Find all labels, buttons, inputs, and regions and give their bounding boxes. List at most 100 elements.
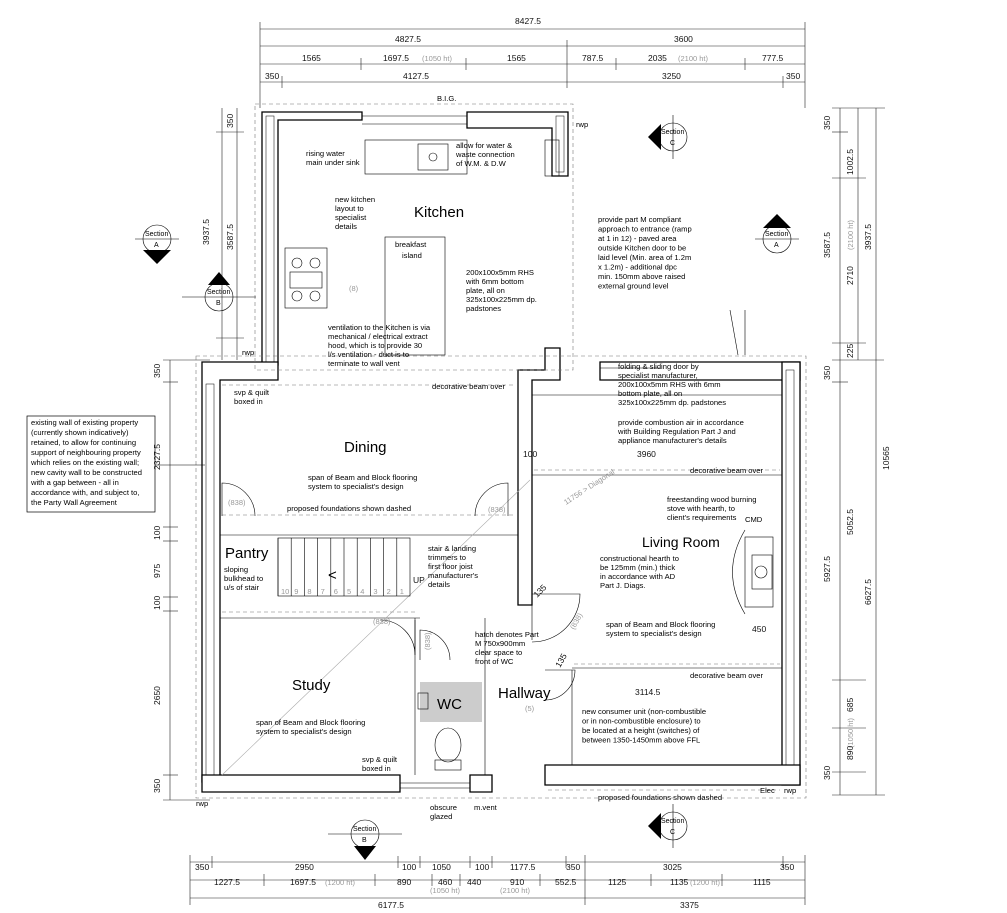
- svg-text:3600: 3600: [674, 34, 693, 44]
- svg-text:Section: Section: [207, 289, 230, 296]
- svg-text:3937.5: 3937.5: [201, 219, 211, 245]
- svg-text:6627.5: 6627.5: [863, 579, 873, 605]
- svg-text:3375: 3375: [680, 900, 699, 910]
- svg-text:(838): (838): [568, 611, 585, 631]
- svg-text:island: island: [402, 251, 422, 260]
- svg-text:100: 100: [523, 449, 537, 459]
- svg-text:1002.5: 1002.5: [845, 149, 855, 175]
- svg-text:3587.5: 3587.5: [225, 224, 235, 250]
- svg-text:1565: 1565: [302, 53, 321, 63]
- svg-text:Section: Section: [145, 231, 168, 238]
- svg-text:225: 225: [845, 344, 855, 358]
- stair-tread-number: 2: [387, 587, 391, 596]
- room-living: Living Room: [642, 534, 720, 550]
- section-b-top-marker: Section B: [182, 272, 256, 312]
- svg-text:(1050 ht): (1050 ht): [422, 54, 453, 63]
- doors: [221, 115, 746, 789]
- room-labels: Kitchen Dining Pantry Study WC Hallway L…: [225, 204, 720, 713]
- stair-up-label: UP: [413, 575, 425, 585]
- section-markers: Section A Section A Section B Section B: [135, 115, 799, 860]
- svg-text:2327.5: 2327.5: [152, 444, 162, 470]
- bottom-wall-right: [544, 764, 801, 786]
- svg-text:1135: 1135: [670, 877, 689, 887]
- svg-text:existing wall of existing prop: existing wall of existing property(curre…: [30, 418, 142, 507]
- svg-text:decorative beam over: decorative beam over: [690, 466, 763, 475]
- svg-text:A: A: [774, 242, 779, 249]
- room-wc: WC: [437, 696, 462, 713]
- elec-tag: Elec: [760, 786, 775, 795]
- svg-text:10565: 10565: [881, 446, 891, 470]
- svg-text:975: 975: [152, 564, 162, 578]
- rwp-tag: rwp: [242, 348, 254, 357]
- svg-text:6177.5: 6177.5: [378, 900, 404, 910]
- svg-text:100: 100: [475, 862, 489, 872]
- room-dining: Dining: [344, 439, 387, 456]
- svg-text:3937.5: 3937.5: [863, 224, 873, 250]
- svg-text:100: 100: [152, 596, 162, 610]
- svg-text:3025: 3025: [663, 862, 682, 872]
- svg-text:2035: 2035: [648, 53, 667, 63]
- svg-text:3114.5: 3114.5: [635, 687, 661, 697]
- wc-fittings: [417, 682, 482, 771]
- svg-text:Section: Section: [765, 231, 788, 238]
- stair-tread-number: 8: [307, 587, 311, 596]
- svg-text:1115: 1115: [753, 877, 771, 887]
- stair-tread-number: 9: [294, 587, 298, 596]
- svg-text:(1050 ht): (1050 ht): [846, 717, 855, 748]
- svg-text:350: 350: [225, 114, 235, 128]
- svg-text:Section: Section: [353, 826, 376, 833]
- svg-text:100: 100: [402, 862, 416, 872]
- walls: [201, 111, 801, 793]
- svg-text:(2100 ht): (2100 ht): [678, 54, 709, 63]
- svg-text:B: B: [216, 300, 221, 307]
- section-a-left-marker: Section A: [135, 224, 179, 264]
- svg-text:1565: 1565: [507, 53, 526, 63]
- stair-tread-number: 10: [281, 587, 289, 596]
- svg-text:350: 350: [152, 779, 162, 793]
- stair-tread-number: 3: [373, 587, 377, 596]
- stair-tread-number: 1: [400, 587, 404, 596]
- vertical-dimension-texts: 350 3937.5 3587.5 350 2327.5 100 975 100…: [152, 114, 891, 793]
- svg-text:(8): (8): [349, 284, 359, 293]
- svg-text:(838): (838): [423, 632, 432, 650]
- svg-text:Section: Section: [661, 818, 684, 825]
- room-kitchen: Kitchen: [414, 204, 464, 221]
- svg-text:(838): (838): [488, 505, 506, 514]
- svg-text:11756 > Diagonal: 11756 > Diagonal: [562, 467, 616, 507]
- svg-text:A: A: [154, 242, 159, 249]
- svg-text:1050: 1050: [432, 862, 451, 872]
- svg-text:decorative beam over: decorative beam over: [690, 671, 763, 680]
- cmd-tag: CMD: [745, 515, 763, 524]
- svg-text:350: 350: [822, 116, 832, 130]
- bottom-wall-left: [201, 774, 401, 793]
- room-hallway: Hallway: [498, 685, 551, 702]
- svg-text:m.vent: m.vent: [474, 803, 498, 812]
- stair-tread-number: 6: [334, 587, 338, 596]
- svg-text:(838): (838): [228, 498, 246, 507]
- svg-text:1125: 1125: [608, 877, 627, 887]
- svg-text:2650: 2650: [152, 686, 162, 705]
- stair-tread-number: 7: [321, 587, 325, 596]
- svg-text:(1200 ht): (1200 ht): [325, 878, 356, 887]
- svg-text:890: 890: [397, 877, 411, 887]
- svg-text:440: 440: [467, 877, 481, 887]
- dimension-texts: 8427.5 4827.5 3600 1565 1697.5 (1050 ht)…: [195, 16, 800, 910]
- dimension-lines: [163, 22, 885, 905]
- stair-tread-number: 4: [360, 587, 364, 596]
- svg-text:3250: 3250: [662, 71, 681, 81]
- svg-text:(2100 ht): (2100 ht): [846, 219, 855, 250]
- svg-text:proposed foundations shown das: proposed foundations shown dashed: [598, 793, 722, 802]
- existing-wall-note-box: [26, 415, 156, 513]
